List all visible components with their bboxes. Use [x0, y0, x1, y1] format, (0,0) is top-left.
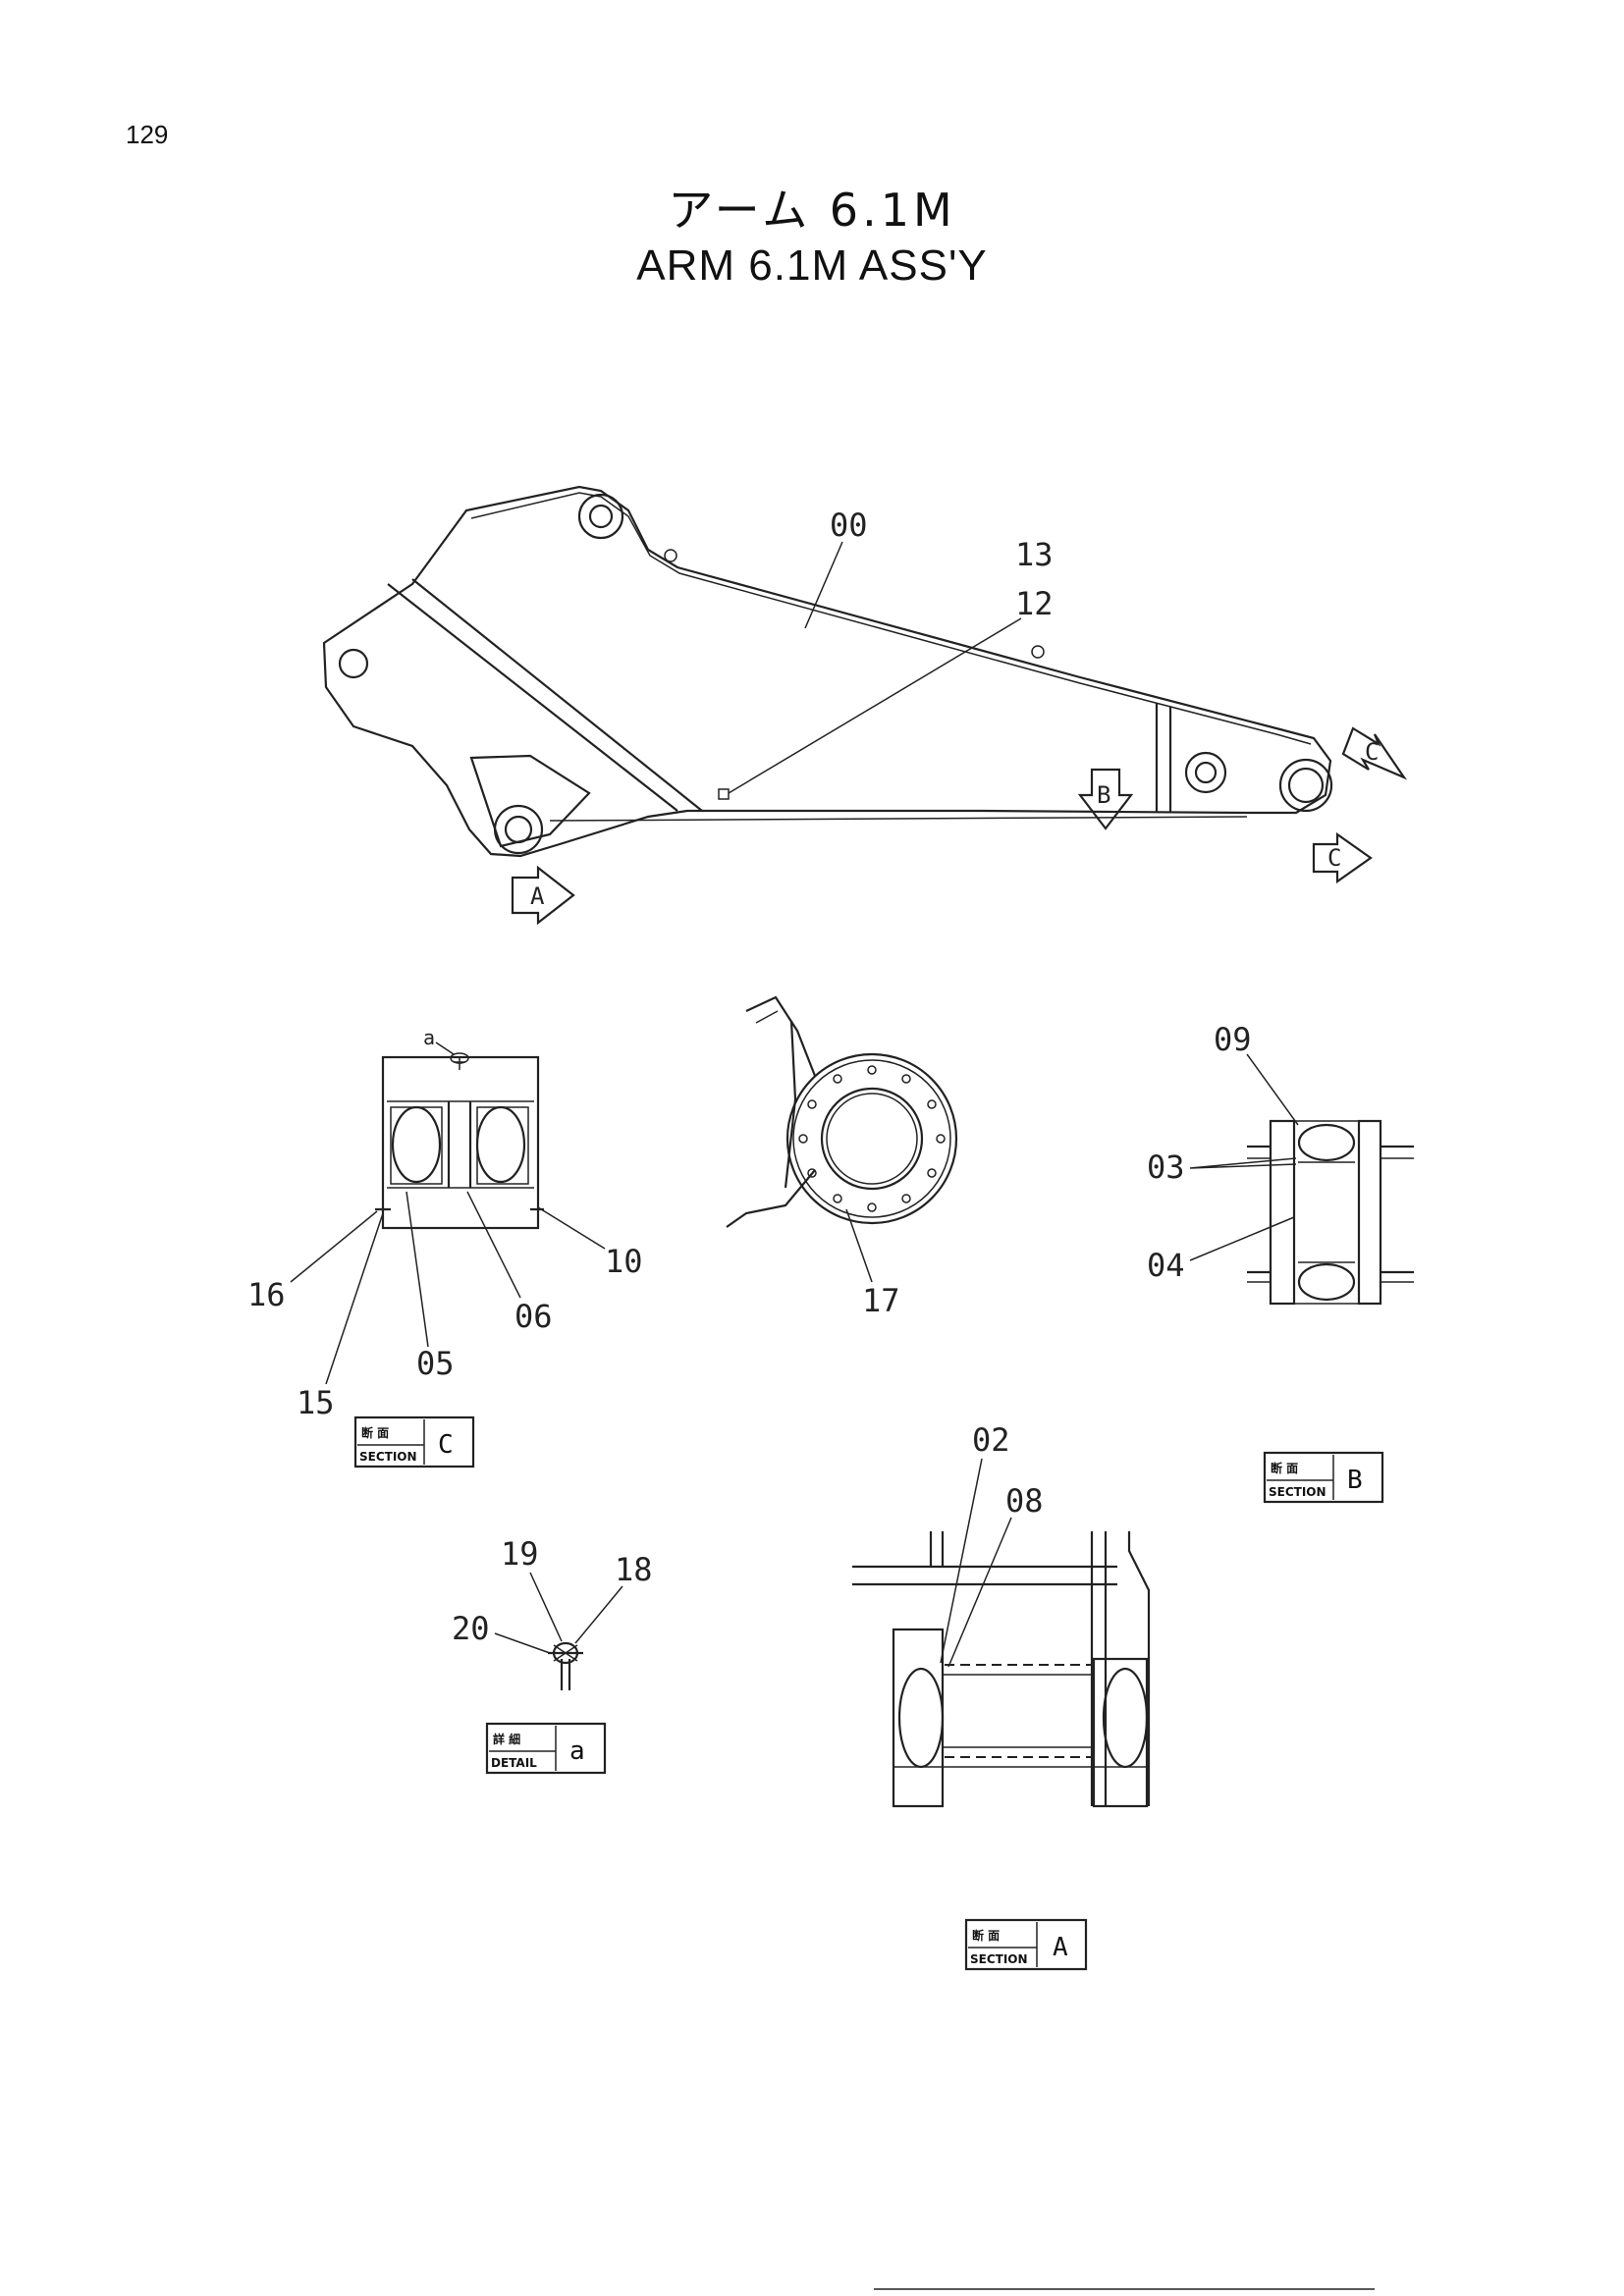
section-c-view: a — [375, 1026, 544, 1230]
boss-bottom — [493, 804, 544, 855]
main-leaders: 00 13 12 — [728, 507, 1054, 794]
svg-text:A: A — [530, 882, 545, 910]
label-19: 19 — [501, 1535, 539, 1573]
top-plate — [470, 492, 1312, 745]
section-c-leaders: 16 15 05 06 10 — [247, 1191, 643, 1421]
label-13: 13 — [1015, 536, 1054, 573]
label-17: 17 — [862, 1282, 900, 1319]
section-a-leaders: 02 08 — [940, 1421, 1044, 1668]
svg-text:A: A — [1053, 1933, 1068, 1962]
label-00: 00 — [830, 507, 868, 544]
boss-mid — [1184, 751, 1227, 794]
tip-boss-view: 17 — [726, 995, 958, 1319]
label-18: 18 — [615, 1551, 653, 1588]
section-a-left-block — [892, 1628, 945, 1808]
section-a-view — [852, 1531, 1151, 1808]
boss-top — [577, 493, 624, 540]
svg-text:SECTION: SECTION — [359, 1450, 417, 1464]
section-c-box: 断 面 SECTION C — [353, 1415, 475, 1468]
label-05: 05 — [416, 1345, 455, 1382]
tip-boss-outer — [785, 1052, 958, 1225]
label-02: 02 — [972, 1421, 1010, 1459]
label-15: 15 — [297, 1384, 335, 1421]
section-a-bushing-right — [1102, 1667, 1149, 1769]
svg-text:C: C — [1327, 844, 1341, 872]
tip-boss-bore — [820, 1087, 924, 1191]
svg-text:DETAIL: DETAIL — [491, 1756, 537, 1770]
section-arrow-c-upper: C — [1341, 726, 1408, 780]
svg-text:a: a — [569, 1736, 585, 1766]
label-20: 20 — [452, 1610, 490, 1647]
boss-bottom-inner — [504, 815, 533, 844]
lug-1 — [664, 549, 677, 562]
svg-text:SECTION: SECTION — [1269, 1485, 1326, 1499]
section-a-box: 断 面 SECTION A — [964, 1918, 1088, 1971]
tip-stiffener — [1155, 703, 1172, 813]
detail-a-leaders: 19 18 20 — [452, 1535, 653, 1654]
page-number: 129 — [126, 120, 169, 149]
section-b-view — [1247, 1119, 1414, 1306]
section-arrow-b: B — [1077, 768, 1134, 830]
boss-tip-inner — [1287, 767, 1325, 804]
lug-2 — [1031, 645, 1045, 659]
section-b-seal-bottom — [1297, 1262, 1356, 1302]
bottom-plate — [549, 816, 1248, 822]
svg-text:断 面: 断 面 — [361, 1425, 389, 1440]
section-b-leaders: 09 03 04 — [1147, 1021, 1299, 1284]
svg-text:B: B — [1097, 781, 1110, 809]
svg-text:断 面: 断 面 — [1271, 1461, 1298, 1475]
boss-rear — [338, 648, 369, 679]
detail-a-box: 詳 細 DETAIL a — [485, 1722, 607, 1775]
boss-top-inner — [588, 504, 614, 529]
svg-text:C: C — [1365, 738, 1379, 766]
diagonal-plate-2 — [411, 578, 703, 812]
label-03: 03 — [1147, 1148, 1185, 1186]
arm-outline — [322, 485, 1332, 858]
title-english: ARM 6.1M ASS'Y — [636, 241, 988, 290]
bushing-right — [475, 1105, 526, 1184]
boss-tip — [1278, 758, 1333, 813]
svg-text:SECTION: SECTION — [970, 1952, 1028, 1966]
section-b-box: 断 面 SECTION B — [1263, 1451, 1384, 1504]
diagonal-plate — [387, 583, 678, 812]
boss-mid-inner — [1194, 761, 1218, 784]
label-06: 06 — [514, 1298, 553, 1335]
label-04: 04 — [1147, 1247, 1185, 1284]
detail-a-view — [548, 1641, 583, 1690]
bushing-left — [391, 1105, 442, 1184]
detail-marker-a: a — [423, 1026, 435, 1049]
bracket-12 — [718, 788, 730, 800]
title-japanese: アーム 6.1M — [668, 184, 956, 237]
label-08: 08 — [1005, 1482, 1044, 1520]
svg-text:断 面: 断 面 — [972, 1928, 1000, 1943]
svg-text:C: C — [438, 1430, 454, 1460]
label-10: 10 — [605, 1243, 643, 1280]
section-c-body — [381, 1055, 540, 1230]
section-arrow-c-lower: C — [1312, 831, 1373, 884]
label-09: 09 — [1214, 1021, 1252, 1058]
section-arrow-a: A — [511, 865, 575, 926]
svg-text:詳 細: 詳 細 — [493, 1732, 520, 1746]
section-a-bushing-left — [897, 1667, 945, 1769]
label-12: 12 — [1015, 585, 1054, 622]
svg-text:B: B — [1347, 1466, 1363, 1495]
label-16: 16 — [247, 1276, 286, 1313]
tip-boss-bolts — [798, 1065, 946, 1212]
section-b-seal-top — [1297, 1123, 1356, 1162]
arm-side-view — [322, 485, 1333, 858]
